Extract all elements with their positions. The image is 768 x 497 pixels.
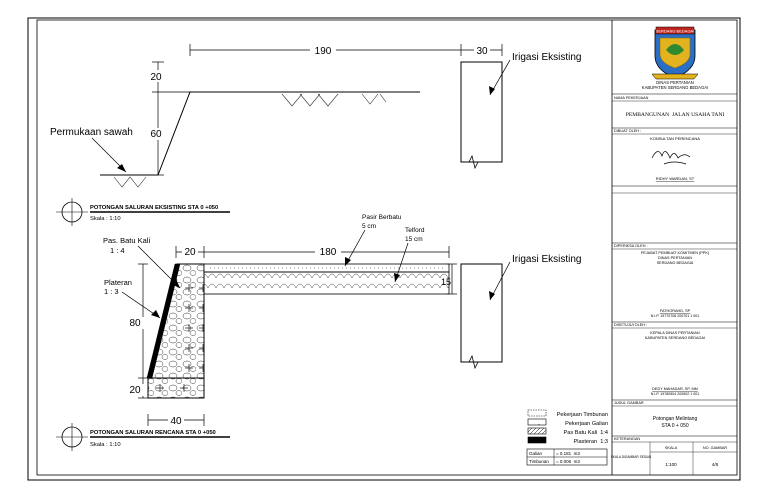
label-drawing: JUDUL GAMBAR xyxy=(614,401,644,405)
existing-irrigation-wall xyxy=(460,61,503,163)
legend-label-plaster: Plasteran 1:3 xyxy=(573,439,608,445)
section-title-bottom: POTONGAN SALURAN RENCANA STA 0 +050 xyxy=(90,430,216,436)
plaster-arrow xyxy=(151,310,160,318)
dim-label-190: 190 xyxy=(315,46,332,57)
telford-arrow xyxy=(394,273,400,282)
dim-label-80: 80 xyxy=(129,318,141,329)
checker-line-2: DINAS PERTANIAN xyxy=(658,256,692,260)
telford-layer xyxy=(203,271,450,295)
approver-nip: N.I.P. 19780504 200502 1 001 xyxy=(651,392,700,396)
irrigation-arrow-top xyxy=(489,86,495,95)
legend-label-excavation: Pekerjaan Galian xyxy=(565,421,608,427)
plaster-label-ratio: 1 : 3 xyxy=(104,287,119,296)
irrigation-label-top: Irigasi Eksisting xyxy=(512,52,581,63)
regency-logo: SERDANG BEDAGAI xyxy=(651,26,699,80)
inner-border xyxy=(36,19,738,476)
earth-hatch-top xyxy=(281,93,387,107)
label-approved: DISETUJUI OLEH : xyxy=(614,323,647,327)
office-line-2: KABUPATEN SERDANG BEDAGAI xyxy=(642,85,708,90)
approver-line-1: KEPALA DINAS PERTANIAN xyxy=(650,331,700,335)
checker-person: FATHORAHD, SP xyxy=(660,309,691,313)
consultant-name: KONSULTAN PERENCANA xyxy=(650,136,700,141)
planned-section: 20 180 15 Irigasi Eksisting 80 20 xyxy=(56,214,581,451)
drawing-title-1: Potongan Melintang xyxy=(653,416,698,422)
telford-label-2: 15 cm xyxy=(405,236,423,243)
approver-line-2: KABUPATEN SERDANG BEDAGAI xyxy=(645,336,705,340)
earth-hatch-bottom xyxy=(113,176,147,188)
dim-label-20: 20 xyxy=(150,72,162,83)
dim-label-20-base: 20 xyxy=(129,385,141,396)
foundation-base xyxy=(147,377,205,399)
col-scale: SKALA xyxy=(665,446,678,450)
dim-label-30: 30 xyxy=(476,46,488,57)
logo-leaf xyxy=(666,44,684,55)
sand-stone-label-2: 5 cm xyxy=(362,223,376,230)
approver-person: DEDY MAHADAR, SP, MM xyxy=(652,387,698,391)
existing-ground-profile xyxy=(100,91,420,176)
section-title-top: POTONGAN SALURAN EKSISTING STA 0 +050 xyxy=(90,205,218,211)
label-project: NAMA PEKERJAAN xyxy=(614,96,649,100)
sand-stone-label-1: Pasir Berbatu xyxy=(362,214,402,221)
sand-stone-arrow xyxy=(345,257,351,266)
consultant-person: RIDHY WARDAN, ST xyxy=(656,176,695,181)
dim-label-60: 60 xyxy=(150,129,162,140)
section-scale-bottom: Skala : 1:10 xyxy=(90,442,121,448)
plaster-label-line1: Plateran xyxy=(104,278,132,287)
rice-field-label: Permukaan sawah xyxy=(50,127,133,138)
volume-value-fill: = 0.006 m3 xyxy=(556,459,580,464)
stone-arrow xyxy=(171,279,180,288)
stone-leader xyxy=(137,245,181,289)
checker-line-1: PEJABAT PEMBUAT KOMITMEN (PPK) xyxy=(641,251,710,255)
label-notes: KETERANGAN xyxy=(614,437,640,441)
dim-label-20-top: 20 xyxy=(184,247,196,258)
legend-label-fill: Pekerjaan Timbunan xyxy=(557,412,608,418)
legend-swatch-fill xyxy=(527,409,547,417)
consultant-signature xyxy=(651,151,691,165)
checker-line-3: SERDANG BEDAGAI xyxy=(657,261,694,265)
label-checked: DIPERIKSA OLEH : xyxy=(614,244,648,248)
logo-ribbon xyxy=(651,73,699,80)
stone-label-line1: Pas. Batu Kali xyxy=(103,236,150,245)
wall-break-line-top xyxy=(461,154,502,170)
volume-name-fill: Timbunan xyxy=(529,459,549,464)
volume-value-cut: = 0.181 m3 xyxy=(556,451,580,456)
project-name: PEMBANGUNAN JALAN USAHA TANI xyxy=(626,112,725,118)
logo-banner-text: SERDANG BEDAGAI xyxy=(656,29,695,34)
dim-label-180: 180 xyxy=(320,247,337,258)
legend-swatch-stone xyxy=(527,427,547,435)
stone-label-ratio: 1 : 4 xyxy=(110,246,125,255)
backfill-zone xyxy=(180,282,204,378)
legend: Pekerjaan Timbunan Pekerjaan Galian Pas … xyxy=(526,409,608,466)
logo-banner xyxy=(655,26,695,35)
col-number: NO. GAMBAR xyxy=(703,446,728,450)
foundation-fill xyxy=(156,384,188,392)
number-value: 4/8 xyxy=(712,462,719,467)
label-made-by: DIBUAT OLEH : xyxy=(614,129,641,133)
office-line-1: DINAS PERTANIAN xyxy=(656,80,694,85)
dim-label-40: 40 xyxy=(170,416,182,427)
legend-swatch-plaster xyxy=(527,436,547,444)
section-scale-top: Skala : 1:10 xyxy=(90,216,121,222)
telford-label-1: Telford xyxy=(405,227,425,234)
irrigation-wall-bottom xyxy=(460,263,503,363)
checker-nip: N.I.P. 19770708 200701 1 001 xyxy=(651,314,700,318)
scale-value: 1:100 xyxy=(665,462,677,467)
title-block: SERDANG BEDAGAI DINAS PERTANIAN KABUPATE… xyxy=(611,26,737,475)
existing-section: 190 30 20 60 Irigasi Eksisting Permukaan… xyxy=(50,44,581,226)
legend-label-stone: Pas Batu Kali 1:4 xyxy=(564,430,608,436)
wall-break-line-bottom xyxy=(461,354,502,370)
legend-swatch-excavation xyxy=(527,418,547,426)
volume-name-cut: Galian xyxy=(529,451,543,456)
outer-border xyxy=(27,17,741,481)
rice-field-arrow xyxy=(117,164,126,172)
left-note: SKALA DIGAMBAR SESUAI xyxy=(611,455,652,459)
drawing-title-2: STA 0 + 050 xyxy=(661,423,689,429)
irrigation-label-bottom: Irigasi Eksisting xyxy=(512,254,581,265)
irrigation-arrow-bottom xyxy=(489,291,495,300)
dim-label-15: 15 xyxy=(441,277,451,287)
